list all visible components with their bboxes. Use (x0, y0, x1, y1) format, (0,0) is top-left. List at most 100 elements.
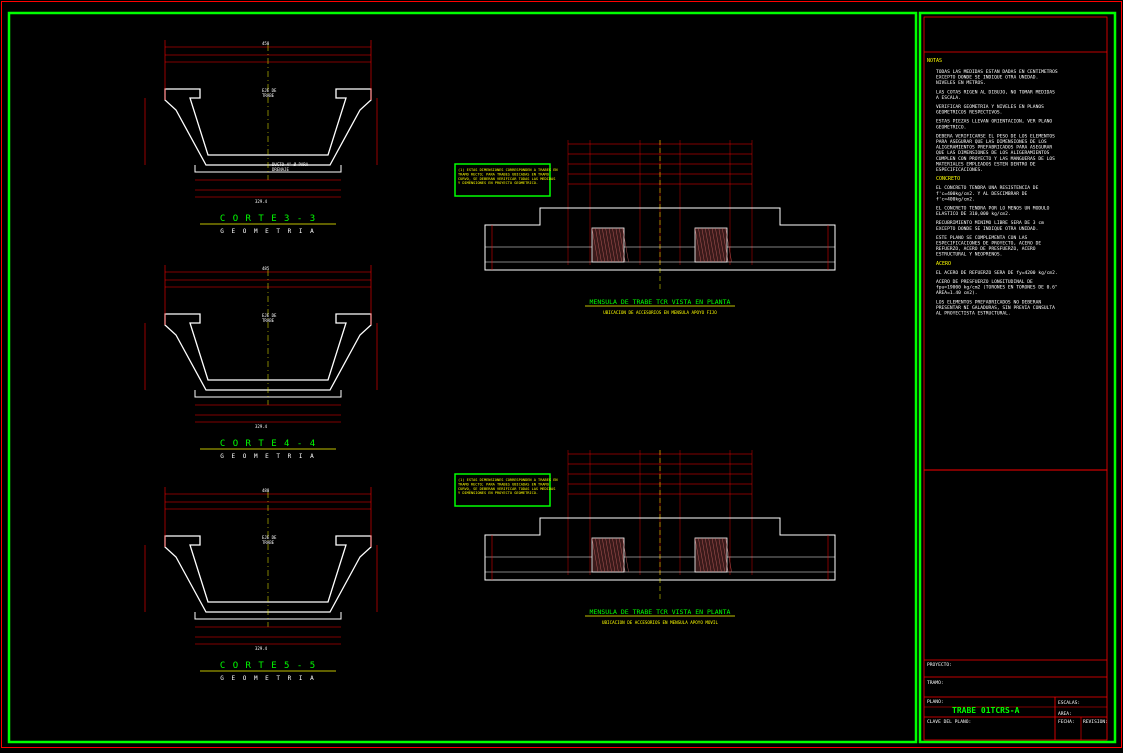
note-line: VERIFICAR GEOMETRIA Y NIVELES EN PLANOS (936, 104, 1044, 110)
revision-label: REVISION: (1083, 719, 1108, 725)
note-line: LAS COTAS RIGEN AL DIBUJO, NO TOMAR MEDI… (936, 89, 1055, 95)
bottom-dimension-label: 329.4 (255, 646, 268, 651)
pad-hatch (602, 537, 609, 573)
verify-note-text: (1) ESTAS DIMENSIONES CORRESPONDEN A TRA… (458, 478, 558, 495)
verify-note-box (454, 473, 551, 507)
section-subtitle: G E O M E T R I A (220, 675, 315, 682)
note-line: ESPECIFICACIONES. (936, 167, 983, 173)
pad-hatch (694, 227, 702, 263)
title-block: PROYECTO: TRAMO: PLANO: TRABE 01TCRS-A E… (924, 659, 1108, 740)
pad-hatch (615, 227, 622, 263)
note-line: f'c=400kg/cm2. (936, 196, 975, 202)
pad-hatch (602, 227, 609, 263)
pad-hatch (722, 227, 729, 263)
note-line: PRESENTAR NI GALADURAS, SIN PREVIA CONSU… (936, 305, 1055, 311)
note-line: EL ACERO DE REFUERZO SERA DE fy=4200 kg/… (936, 270, 1058, 276)
area-label: AREA: (1058, 711, 1072, 717)
pad-hatch (725, 537, 732, 573)
pad-hatch (622, 537, 629, 573)
pad-hatch (715, 227, 722, 263)
pad-hatch (608, 537, 616, 573)
bottom-dimension-label: 329.4 (255, 199, 268, 204)
note-line: NIVELES EN METROS. (936, 80, 986, 86)
note-line: ESTAS PIEZAS LLEVAN ORIENTACION, VER PLA… (936, 119, 1052, 125)
plan-title: MENSULA DE TRABE TCR VISTA EN PLANTA (590, 608, 731, 616)
pad-hatch (605, 537, 612, 573)
pad-hatch (608, 227, 616, 263)
plan-plan-movil: (1) ESTAS DIMENSIONES CORRESPONDEN A TRA… (454, 450, 836, 625)
section-subtitle: G E O M E T R I A (220, 453, 315, 460)
bearing-pad (694, 227, 728, 263)
proyecto-label: PROYECTO: (927, 662, 952, 668)
girder-outline (164, 535, 372, 613)
top-dimension-label: 450 (262, 41, 270, 46)
notes-list: TODAS LAS MEDIDAS ESTAN DADAS EN CENTIME… (936, 69, 1058, 317)
note-line: f'c=400kg/cm2. Y AL DESCIMBRAR DE (936, 191, 1028, 197)
note-line: LOS ELEMENTOS PREFABRICADOS NO DEBERAN (936, 299, 1041, 305)
girder-outline (164, 88, 372, 166)
top-dimension-label: 485 (262, 266, 270, 271)
note-line: REFUERZO, ACERO DE PRESFUERZO, ACERO (936, 246, 1036, 252)
note-line: DEBERA VERIFICARSE EL PESO DE LOS ELEMEN… (936, 133, 1055, 139)
pad-hatch (715, 537, 722, 573)
bearing-pad (591, 227, 625, 263)
pad-hatch (595, 227, 602, 263)
pad-hatch (711, 227, 719, 263)
fecha-label: FECHA: (1058, 719, 1075, 725)
pad-hatch (694, 537, 702, 573)
note-line: RECUBRIMIENTO MINIMO LIBRE SERA DE 3 cm (936, 220, 1044, 226)
pad-hatch (619, 537, 626, 573)
note-line: CONCRETO (936, 176, 960, 182)
pad-hatch (619, 227, 626, 263)
pad-hatch (698, 537, 705, 573)
pad-hatch (612, 537, 619, 573)
mensula-outline (484, 517, 836, 581)
verify-note-text: (1) ESTAS DIMENSIONES CORRESPONDEN A TRA… (458, 168, 558, 185)
section-title: C O R T E 5 - 5 (220, 661, 316, 671)
pad-hatch (722, 537, 729, 573)
section-title: C O R T E 4 - 4 (220, 439, 316, 449)
note-line: EL CONCRETO TENDRA UNA RESISTENCIA DE (936, 185, 1039, 191)
pad-hatch (595, 537, 602, 573)
bearing-pad (694, 537, 728, 573)
note-line: ESTRUCTURAL Y NEOPRENOS. (936, 252, 1002, 258)
top-dimension-label: 480 (262, 488, 270, 493)
bearing-pad (591, 537, 625, 573)
note-line: PARA ASEGURAR QUE LAS DIMENSIONES DE LOS (936, 139, 1047, 145)
note-line: ALIGERAMIENTOS PREFABRICADOS PARA ASEGUR… (936, 145, 1052, 151)
main-drawing-border (7, 11, 918, 744)
note-line: MATERIALES EMPLEADOS ESTEN DENTRO DE (936, 161, 1036, 167)
note-line: A ESCALA. (936, 95, 961, 101)
note-line: EXCEPTO DONDE SE INDIQUE OTRA UNIDAD. (936, 226, 1038, 232)
pad-hatch (698, 227, 705, 263)
pad-hatch (718, 537, 725, 573)
pad-hatch (591, 227, 599, 263)
note-line: QUE LAS DIMENSIONES DE LOS ALIGERAMIENTO… (936, 150, 1050, 156)
verify-note-box (454, 163, 551, 197)
title-lower-box (923, 469, 1108, 741)
pad-hatch (711, 537, 719, 573)
pad-hatch (701, 537, 708, 573)
plan-title: MENSULA DE TRABE TCR VISTA EN PLANTA (590, 298, 731, 306)
note-line: ESTE PLANO SE COMPLEMENTA CON LAS (936, 235, 1028, 241)
note-line: ACERO DE PRESFUERZO LONGITUDINAL DE (936, 279, 1033, 285)
section-title: C O R T E 3 - 3 (220, 214, 316, 224)
pad-hatch (598, 537, 605, 573)
clave-label: CLAVE DEL PLANO: (927, 719, 971, 725)
note-line: AREA=1.40 cm2). (936, 290, 978, 296)
plan-subtitle: UBICACION DE ACCESORIOS EN MENSULA APOYO… (602, 620, 718, 625)
note-line: GEOMETRICO. (936, 124, 966, 130)
section-subtitle: G E O M E T R I A (220, 228, 315, 235)
plan-subtitle: UBICACION DE ACCESORIOS EN MENSULA APOYO… (603, 310, 717, 315)
pad-hatch (591, 537, 599, 573)
note-line: EL CONCRETO TENDRA POR LO MENOS UN MODUL… (936, 206, 1050, 212)
